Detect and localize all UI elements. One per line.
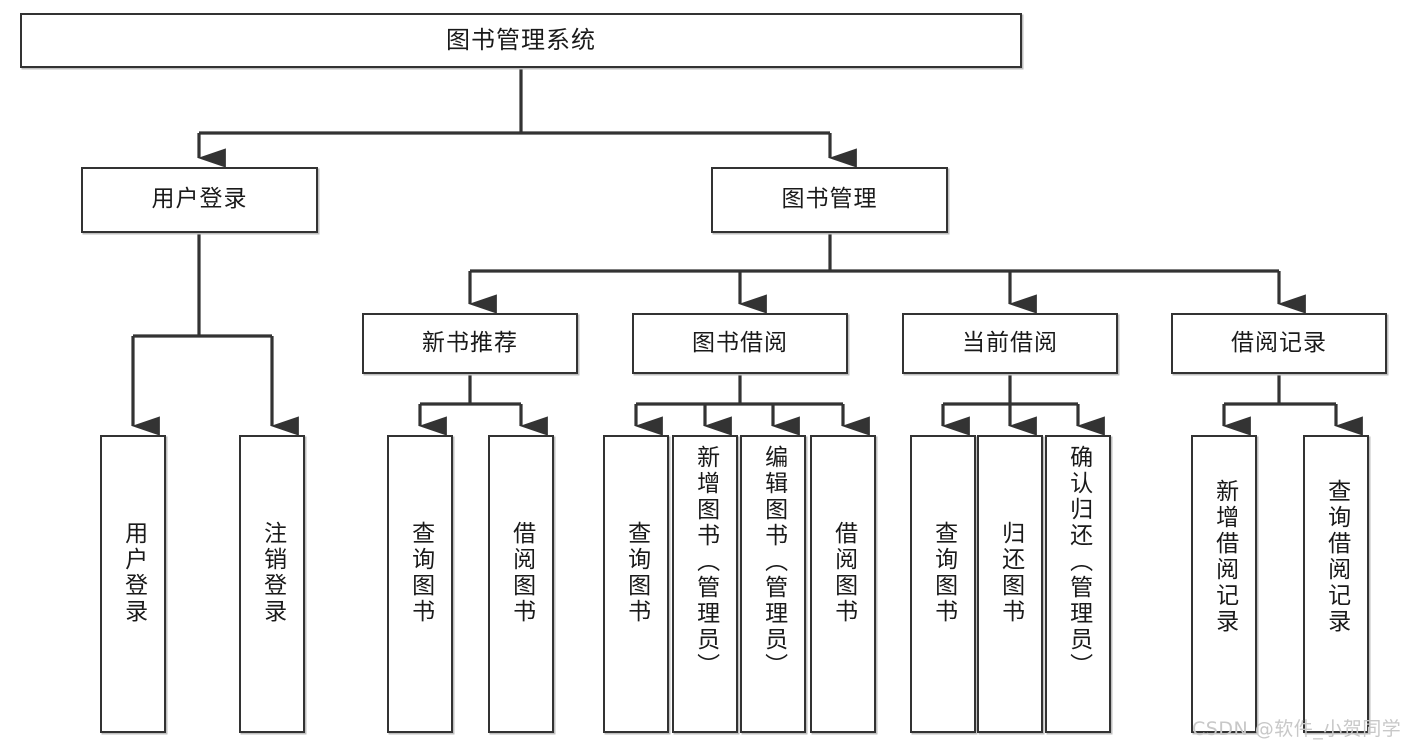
node-new-book-rec-label: 新书推荐 (422, 329, 518, 356)
node-user-login-label: 用户登录 (151, 186, 248, 213)
node-book-borrow[interactable]: 图书借阅 (632, 313, 848, 374)
node-leaf-query-book-3-label: 查询图书 (930, 521, 957, 625)
node-leaf-borrow-book-1-label: 借阅图书 (508, 521, 535, 625)
node-user-login[interactable]: 用户登录 (81, 167, 318, 233)
node-book-manage-label: 图书管理 (781, 186, 878, 213)
node-current-borrow-label: 当前借阅 (962, 329, 1058, 356)
node-new-book-rec[interactable]: 新书推荐 (362, 313, 578, 374)
node-leaf-query-book-3[interactable]: 查询图书 (910, 435, 976, 733)
node-leaf-add-book-admin[interactable]: 新增图书（管理员） (672, 435, 738, 733)
node-leaf-user-login-label: 用户登录 (120, 521, 147, 625)
node-leaf-query-book-1[interactable]: 查询图书 (387, 435, 453, 733)
node-leaf-borrow-book-2[interactable]: 借阅图书 (810, 435, 876, 733)
node-leaf-logout-label: 注销登录 (259, 521, 286, 625)
node-root[interactable]: 图书管理系统 (20, 13, 1022, 68)
node-leaf-user-login[interactable]: 用户登录 (100, 435, 166, 733)
node-leaf-borrow-book-1[interactable]: 借阅图书 (488, 435, 554, 733)
node-leaf-query-book-2[interactable]: 查询图书 (603, 435, 669, 733)
node-leaf-return-book-label: 归还图书 (997, 521, 1024, 625)
node-leaf-edit-book-admin[interactable]: 编辑图书（管理员） (740, 435, 806, 733)
node-leaf-add-borrow-record-label: 新增借阅记录 (1211, 479, 1238, 635)
node-leaf-edit-book-admin-label: 编辑图书（管理员） (760, 445, 787, 679)
node-borrow-record[interactable]: 借阅记录 (1171, 313, 1387, 374)
node-leaf-query-book-2-label: 查询图书 (623, 521, 650, 625)
csdn-watermark: CSDN @软件_小贺同学 (1192, 718, 1402, 740)
node-leaf-confirm-return-admin[interactable]: 确认归还（管理员） (1045, 435, 1111, 733)
node-current-borrow[interactable]: 当前借阅 (902, 313, 1118, 374)
node-book-borrow-label: 图书借阅 (692, 329, 788, 356)
node-leaf-add-book-admin-label: 新增图书（管理员） (692, 445, 719, 679)
node-leaf-return-book[interactable]: 归还图书 (977, 435, 1043, 733)
node-leaf-query-borrow-record-label: 查询借阅记录 (1323, 479, 1350, 635)
node-leaf-add-borrow-record[interactable]: 新增借阅记录 (1191, 435, 1257, 733)
node-leaf-confirm-return-admin-label: 确认归还（管理员） (1065, 445, 1092, 679)
node-book-manage[interactable]: 图书管理 (711, 167, 948, 233)
node-leaf-logout[interactable]: 注销登录 (239, 435, 305, 733)
node-root-label: 图书管理系统 (446, 26, 596, 55)
node-leaf-borrow-book-2-label: 借阅图书 (830, 521, 857, 625)
node-leaf-query-borrow-record[interactable]: 查询借阅记录 (1303, 435, 1369, 733)
node-borrow-record-label: 借阅记录 (1231, 329, 1327, 356)
node-leaf-query-book-1-label: 查询图书 (407, 521, 434, 625)
